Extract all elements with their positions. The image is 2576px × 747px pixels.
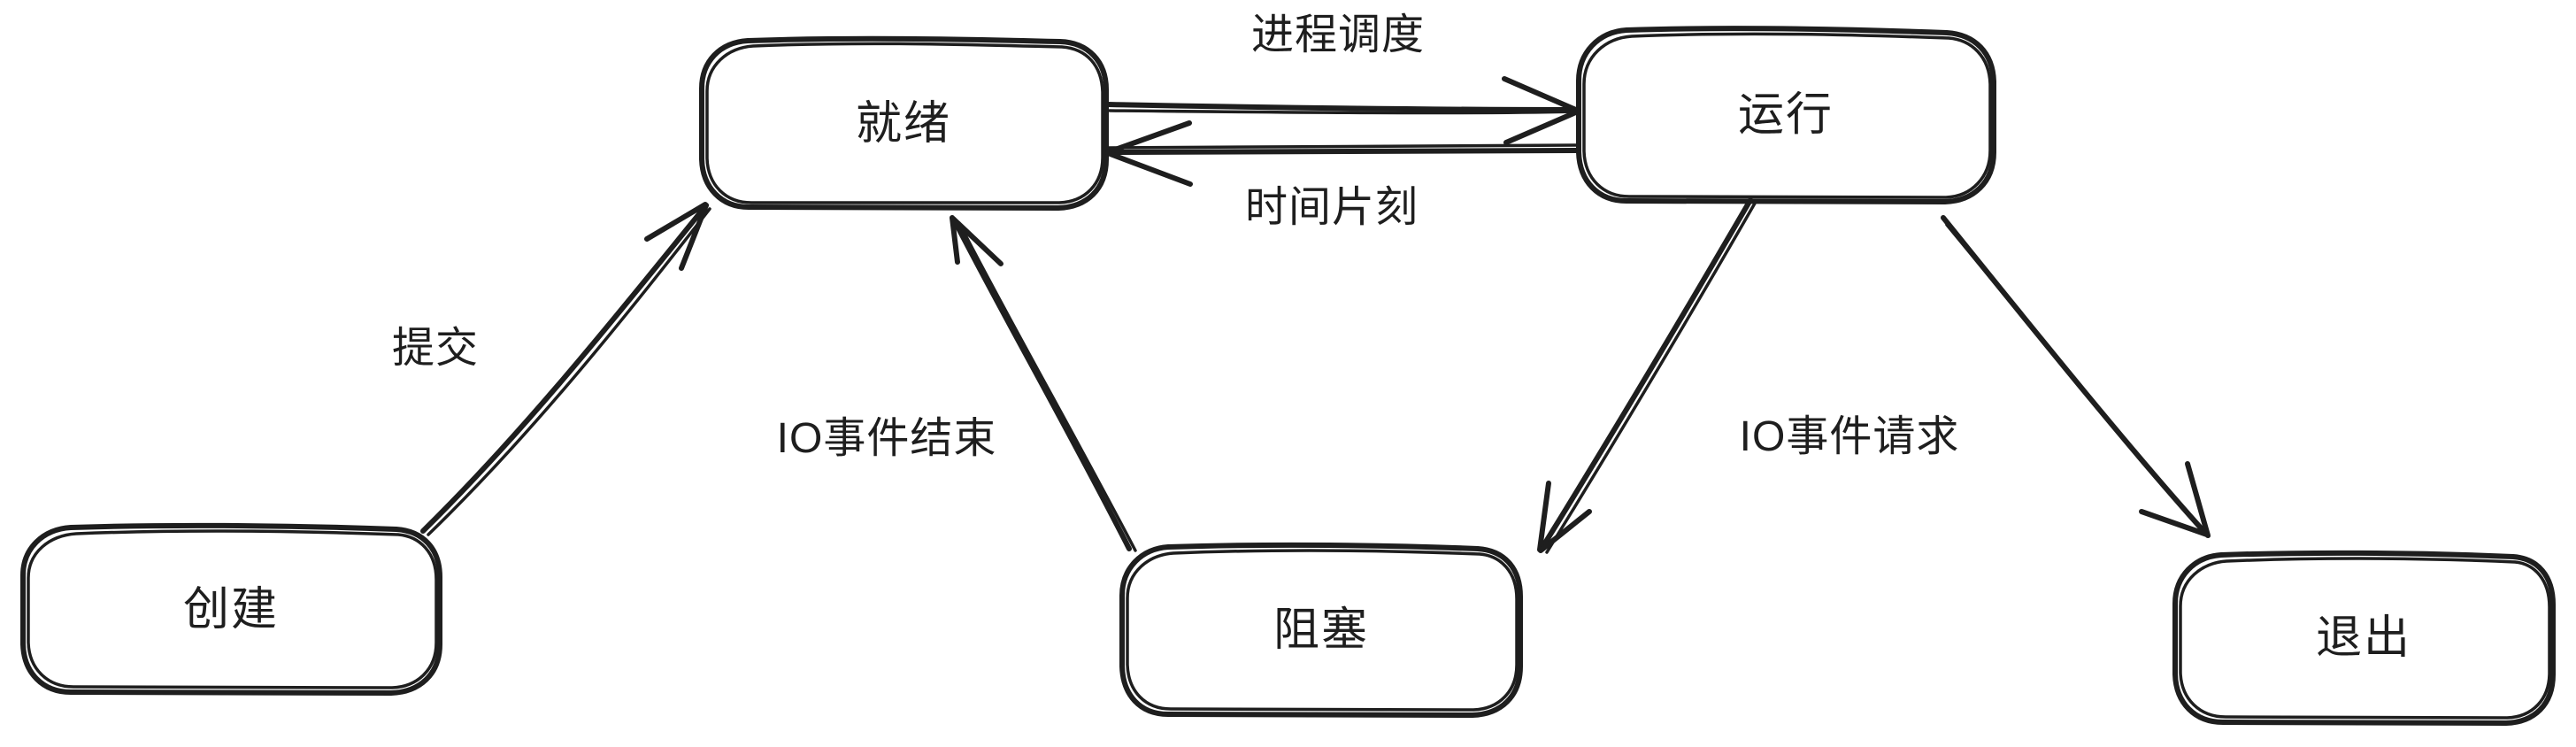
node-shape-ready [699,35,1109,211]
edge-created-to-ready [420,202,711,536]
edge-label-io-event-request: IO事件请求 [1739,413,1960,460]
edge-label-process-scheduling: 进程调度 [1250,12,1426,58]
edge-running-to-ready [1105,120,1580,187]
edge-label-io-event-end: IO事件结束 [776,415,997,462]
node-label-running: 运行 [1737,89,1834,141]
edge-running-to-blocked [1537,197,1757,554]
edge-running-to-exit [1941,215,2211,538]
edge-ready-to-running [1105,76,1580,145]
node-shape-created [20,522,442,696]
node-label-exit: 退出 [2315,612,2412,664]
node-shape-blocked [1119,542,1523,718]
node-label-ready: 就绪 [855,98,952,150]
edge-label-time-slice: 时间片刻 [1244,184,1419,231]
edge-label-submit: 提交 [391,325,480,372]
node-shape-exit [2172,550,2556,726]
node-shape-running [1576,26,1996,204]
edge-blocked-to-ready [950,215,1137,552]
node-label-blocked: 阻塞 [1273,605,1370,656]
node-label-created: 创建 [182,584,280,635]
